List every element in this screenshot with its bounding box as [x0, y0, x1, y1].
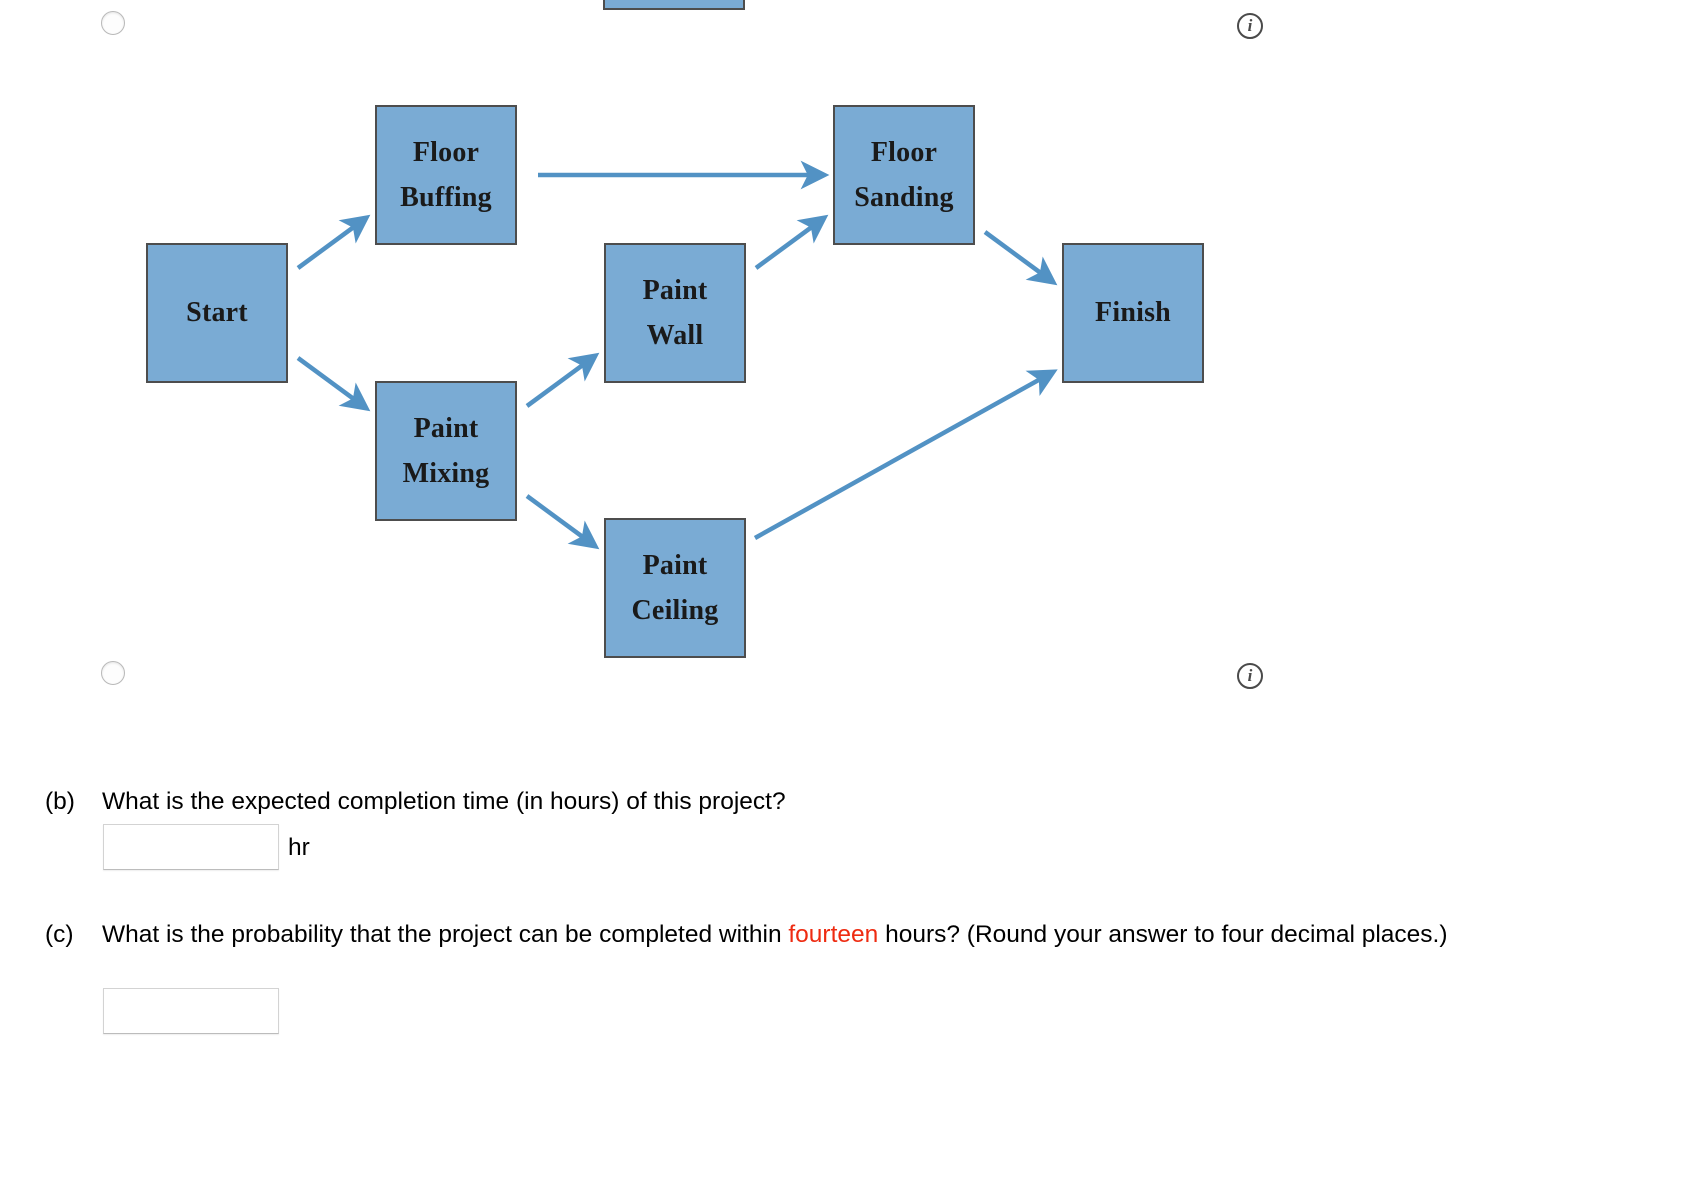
question-c-text-before: What is the probability that the project…	[102, 921, 789, 948]
answer-input-c[interactable]	[103, 988, 279, 1034]
node-start: Start	[146, 243, 288, 383]
edge-paint-mixing-paint-ceiling	[525, 494, 600, 550]
node-paint-mixing-line-0: Paint	[413, 412, 479, 444]
info-icon-bottom[interactable]: i	[1237, 663, 1263, 689]
node-start-line-0: Start	[186, 297, 248, 329]
question-c-label: (c)	[45, 921, 74, 948]
node-floor-sanding-line-0: Floor	[870, 136, 938, 168]
node-floor-sanding: Floor Sanding	[833, 105, 975, 245]
question-c-text-after: hours? (Round your answer to four decima…	[878, 921, 1448, 948]
node-paint-mixing-line-1: Mixing	[402, 458, 490, 489]
edge-paint-mixing-paint-wall	[525, 352, 600, 408]
node-paint-wall-line-0: Paint	[642, 274, 708, 306]
info-icon-top[interactable]: i	[1237, 13, 1263, 39]
edge-start-paint-mixing	[296, 356, 371, 412]
question-b-label: (b)	[45, 788, 75, 815]
node-paint-wall-line-1: Wall	[646, 320, 704, 351]
question-b-text: What is the expected completion time (in…	[102, 788, 786, 815]
node-paint-wall: Paint Wall	[604, 243, 746, 383]
node-finish: Finish	[1062, 243, 1204, 383]
answer-input-b[interactable]	[103, 824, 279, 870]
node-paint-mixing: Paint Mixing	[375, 381, 517, 521]
node-floor-sanding-line-1: Sanding	[854, 182, 954, 213]
edge-floor-sanding-finish	[983, 230, 1058, 286]
unit-label-hr: hr	[288, 834, 310, 861]
node-finish-line-0: Finish	[1095, 297, 1171, 329]
node-paint-ceiling-line-1: Ceiling	[631, 595, 719, 626]
node-paint-ceiling-line-0: Paint	[642, 549, 708, 581]
radio-option-bottom[interactable]	[101, 661, 125, 685]
edge-paint-wall-floor-sanding	[754, 214, 829, 270]
project-network-diagram: Start Floor Buffing Paint Mixing Paint W…	[101, 0, 1263, 689]
edge-paint-ceiling-finish	[753, 369, 1058, 540]
node-clipped-top	[603, 0, 745, 10]
node-floor-buffing: Floor Buffing	[375, 105, 517, 245]
node-floor-buffing-line-1: Buffing	[400, 182, 492, 213]
edge-start-floor-buffing	[296, 214, 371, 270]
radio-option-top[interactable]	[101, 11, 125, 35]
question-b: (b) What is the expected completion time…	[45, 785, 1445, 820]
node-paint-ceiling: Paint Ceiling	[604, 518, 746, 658]
question-c-highlight: fourteen	[788, 921, 879, 948]
question-c: (c) What is the probability that the pro…	[45, 918, 1515, 953]
node-floor-buffing-line-0: Floor	[412, 136, 480, 168]
